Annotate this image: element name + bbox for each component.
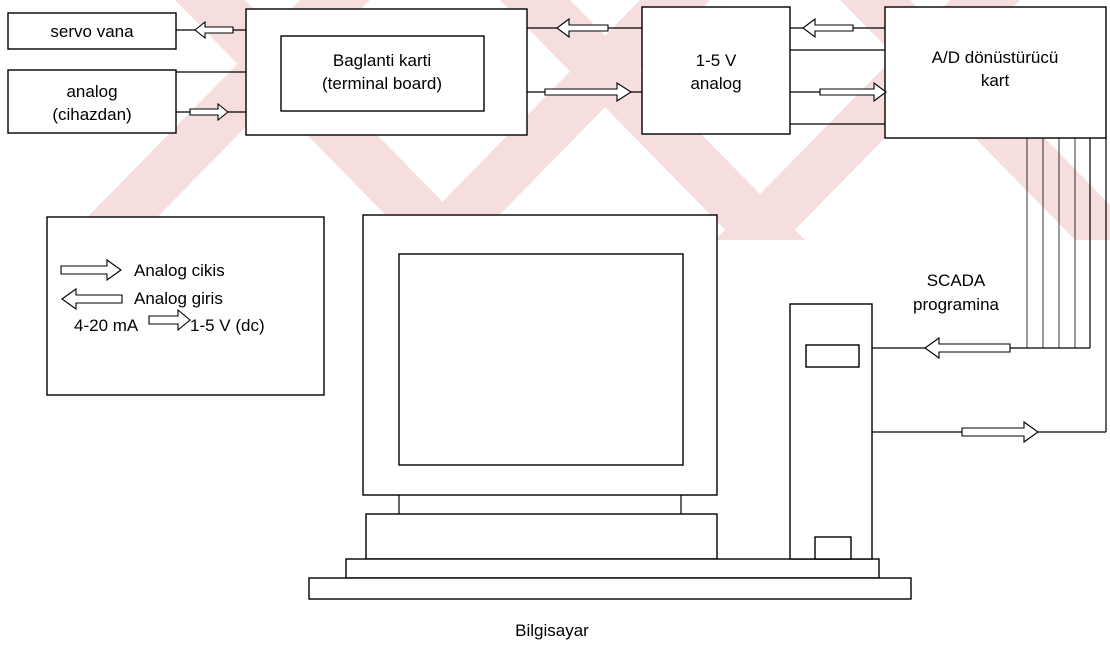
legend-conv-left: 4-20 mA [74,316,139,335]
computer-monitor [363,215,717,520]
computer-tower [790,304,872,559]
ad-converter-label-2: kart [981,71,1010,90]
scada-input-arrow-icon [925,338,1010,358]
legend-output-label: Analog cikis [134,261,225,280]
legend-conv-right: 1-5 V (dc) [190,316,265,335]
terminal-board-label-1: Baglanti karti [333,51,431,70]
scada-label-2: programina [913,295,1000,314]
ad-converter-label-1: A/D dönüstürücü [932,48,1059,67]
terminal-board-label-2: (terminal board) [322,74,442,93]
signal-converter-label-2: analog [690,74,741,93]
signal-converter-label-1: 1-5 V [696,51,737,70]
legend-input-label: Analog giris [134,289,223,308]
analog-device-label-1: analog [66,82,117,101]
signal-converter-box [642,7,790,134]
computer-output-arrow-icon [962,422,1038,442]
arrow-left-icon [803,19,853,37]
scada-label-1: SCADA [927,271,986,290]
analog-device-label-2: (cihazdan) [52,105,131,124]
computer-label: Bilgisayar [515,621,589,640]
arrow-right-icon [820,83,886,101]
servo-valve-label: servo vana [50,22,134,41]
